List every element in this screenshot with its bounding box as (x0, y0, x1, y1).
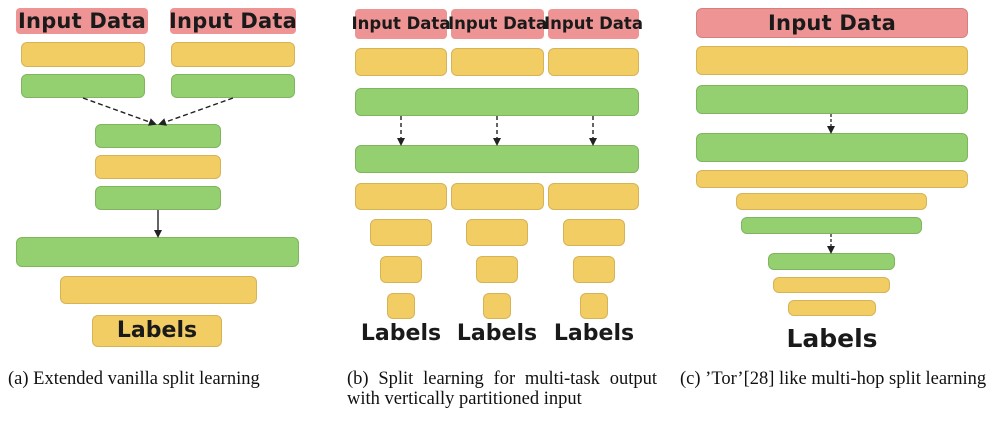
input-data-label-a-left: Input Data (16, 8, 148, 34)
arrow-a-left-merge (82, 97, 157, 126)
arrow-a-right-merge (158, 97, 234, 126)
layer-b-1a (355, 48, 447, 76)
caption-c: (c) ’Tor’[28] like multi-hop split learn… (680, 369, 987, 389)
layer-c-1 (696, 46, 968, 75)
layer-c-8 (773, 277, 890, 293)
layer-a-output (60, 276, 257, 304)
layer-a-left-1 (21, 42, 145, 67)
labels-text-b-1: Labels (360, 321, 442, 346)
layer-c-2 (696, 85, 968, 114)
layer-c-4 (696, 170, 968, 188)
layer-a-merge-3 (95, 186, 221, 210)
layer-c-9 (788, 300, 876, 316)
layer-b-task3-4 (580, 293, 608, 319)
caption-a: (a) Extended vanilla split learning (8, 369, 260, 389)
layer-a-merge-1 (95, 124, 221, 148)
layer-b-shared-1 (355, 88, 639, 116)
layer-b-task2-4 (483, 293, 511, 319)
layer-b-1b (451, 48, 544, 76)
layer-b-task3-2 (563, 219, 625, 246)
layer-a-left-2 (21, 74, 145, 98)
labels-text-b-3: Labels (553, 321, 635, 346)
input-data-label-b-2: Input Data (448, 9, 547, 39)
layer-b-task1-2 (370, 219, 432, 246)
labels-text-b-2: Labels (456, 321, 538, 346)
layer-b-task2-2 (466, 219, 528, 246)
layer-a-right-1 (171, 42, 295, 67)
layer-c-3 (696, 133, 968, 162)
input-data-label-b-1: Input Data (352, 9, 450, 39)
layer-b-task3-3 (573, 256, 615, 283)
layer-b-task1-3 (380, 256, 422, 283)
layer-c-6 (741, 217, 922, 234)
layer-c-5 (736, 193, 927, 210)
labels-box-a (92, 315, 222, 347)
layer-b-task2-3 (476, 256, 518, 283)
caption-b: (b) Split learning for multi-task output… (347, 369, 657, 409)
layer-b-1c (548, 48, 639, 76)
input-data-label-c: Input Data (696, 8, 968, 38)
labels-text-c: Labels (786, 323, 878, 353)
input-data-label-a-right: Input Data (169, 8, 297, 34)
layer-b-task1-1 (355, 183, 447, 210)
input-data-label-b-3: Input Data (544, 9, 643, 39)
layer-b-task3-1 (548, 183, 639, 210)
layer-b-task1-4 (387, 293, 415, 319)
layer-a-merge-2 (95, 155, 221, 179)
layer-a-right-2 (171, 74, 295, 98)
layer-b-task2-1 (451, 183, 544, 210)
labels-text-a: Labels (116, 318, 198, 343)
